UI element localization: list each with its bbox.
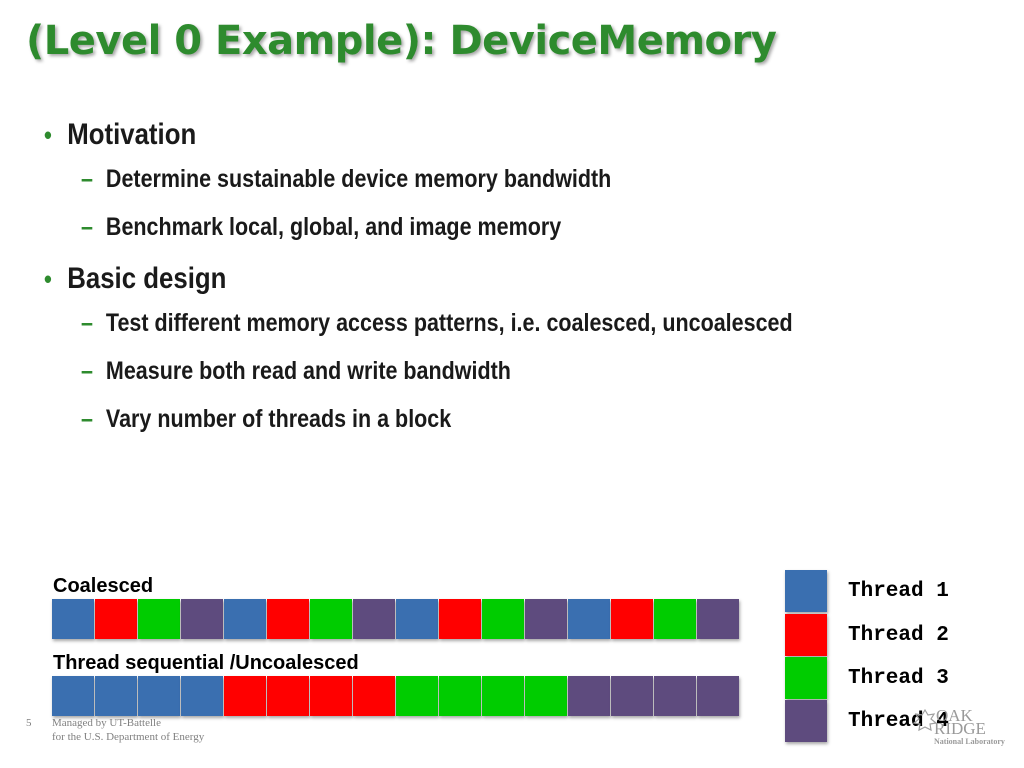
memory-cell-thread-3 bbox=[482, 599, 524, 639]
sub-bullet: – Vary number of threads in a block bbox=[44, 402, 818, 437]
memory-cell-thread-2 bbox=[353, 676, 395, 716]
sub-bullet: – Measure both read and write bandwidth bbox=[44, 354, 818, 389]
sub-bullet: – Determine sustainable device memory ba… bbox=[44, 162, 818, 197]
page-number: 5 bbox=[26, 717, 32, 729]
memory-cell-thread-1 bbox=[52, 599, 94, 639]
bullet-label: Motivation bbox=[67, 118, 197, 151]
coalesced-label: Coalesced bbox=[53, 575, 154, 597]
bullet-dot-icon: • bbox=[44, 264, 52, 294]
memory-cell-thread-3 bbox=[525, 676, 567, 716]
memory-cell-thread-4 bbox=[181, 599, 223, 639]
sub-bullet: – Test different memory access patterns,… bbox=[44, 306, 880, 341]
memory-cell-thread-3 bbox=[439, 676, 481, 716]
legend-label-thread-1: Thread 1 bbox=[848, 580, 949, 603]
memory-cell-thread-2 bbox=[267, 676, 309, 716]
legend-swatch-thread-1 bbox=[785, 570, 827, 612]
memory-cell-thread-1 bbox=[95, 676, 137, 716]
bullet-motivation: • Motivation bbox=[44, 118, 818, 152]
memory-cell-thread-3 bbox=[138, 599, 180, 639]
dash-icon: – bbox=[80, 165, 93, 193]
memory-cell-thread-4 bbox=[353, 599, 395, 639]
footer-line-1: Managed by UT-Battelle bbox=[52, 717, 161, 729]
sub-bullet-text: Vary number of threads in a block bbox=[105, 405, 452, 433]
logo-line-3: National Laboratory bbox=[934, 737, 1005, 746]
footer-line-2: for the U.S. Department of Energy bbox=[52, 731, 205, 743]
sub-bullet: – Benchmark local, global, and image mem… bbox=[44, 210, 818, 245]
memory-cell-thread-2 bbox=[95, 599, 137, 639]
memory-cell-thread-4 bbox=[611, 676, 653, 716]
uncoalesced-memory-row bbox=[52, 676, 740, 716]
memory-cell-thread-4 bbox=[568, 676, 610, 716]
dash-icon: – bbox=[80, 405, 93, 433]
memory-cell-thread-4 bbox=[654, 676, 696, 716]
legend-label-thread-3: Thread 3 bbox=[848, 667, 949, 690]
memory-cell-thread-4 bbox=[697, 599, 739, 639]
logo-line-1: OAK bbox=[936, 706, 973, 725]
memory-cell-thread-1 bbox=[52, 676, 94, 716]
memory-cell-thread-2 bbox=[611, 599, 653, 639]
logo-line-2: RIDGE bbox=[934, 719, 986, 738]
coalesced-memory-row bbox=[52, 599, 740, 639]
bullet-dot-icon: • bbox=[44, 120, 52, 150]
memory-cell-thread-3 bbox=[310, 599, 352, 639]
memory-cell-thread-2 bbox=[224, 676, 266, 716]
dash-icon: – bbox=[80, 357, 93, 385]
oak-leaf-icon bbox=[912, 708, 938, 732]
bullet-list: • Motivation – Determine sustainable dev… bbox=[44, 118, 944, 450]
bullet-label: Basic design bbox=[67, 262, 227, 295]
sub-bullet-text: Test different memory access patterns, i… bbox=[105, 309, 793, 337]
memory-cell-thread-1 bbox=[181, 676, 223, 716]
dash-icon: – bbox=[80, 213, 93, 241]
sub-bullet-text: Benchmark local, global, and image memor… bbox=[105, 213, 562, 241]
legend-label-thread-2: Thread 2 bbox=[848, 624, 949, 647]
memory-cell-thread-3 bbox=[396, 676, 438, 716]
memory-cell-thread-2 bbox=[267, 599, 309, 639]
memory-cell-thread-2 bbox=[439, 599, 481, 639]
memory-cell-thread-1 bbox=[568, 599, 610, 639]
memory-cell-thread-1 bbox=[224, 599, 266, 639]
bullet-basic-design: • Basic design bbox=[44, 262, 818, 296]
legend-swatch-thread-3 bbox=[785, 657, 827, 699]
memory-cell-thread-4 bbox=[697, 676, 739, 716]
dash-icon: – bbox=[80, 309, 93, 337]
memory-cell-thread-2 bbox=[310, 676, 352, 716]
memory-cell-thread-1 bbox=[396, 599, 438, 639]
slide-title: (Level 0 Example): DeviceMemory bbox=[26, 18, 777, 64]
legend-swatch-thread-2 bbox=[785, 614, 827, 656]
memory-cell-thread-4 bbox=[525, 599, 567, 639]
memory-cell-thread-3 bbox=[654, 599, 696, 639]
sub-bullet-text: Determine sustainable device memory band… bbox=[105, 165, 612, 193]
memory-cell-thread-3 bbox=[482, 676, 524, 716]
uncoalesced-label: Thread sequential /Uncoalesced bbox=[53, 652, 359, 674]
legend-swatch-thread-4 bbox=[785, 700, 827, 742]
memory-cell-thread-1 bbox=[138, 676, 180, 716]
sub-bullet-text: Measure both read and write bandwidth bbox=[105, 357, 511, 385]
